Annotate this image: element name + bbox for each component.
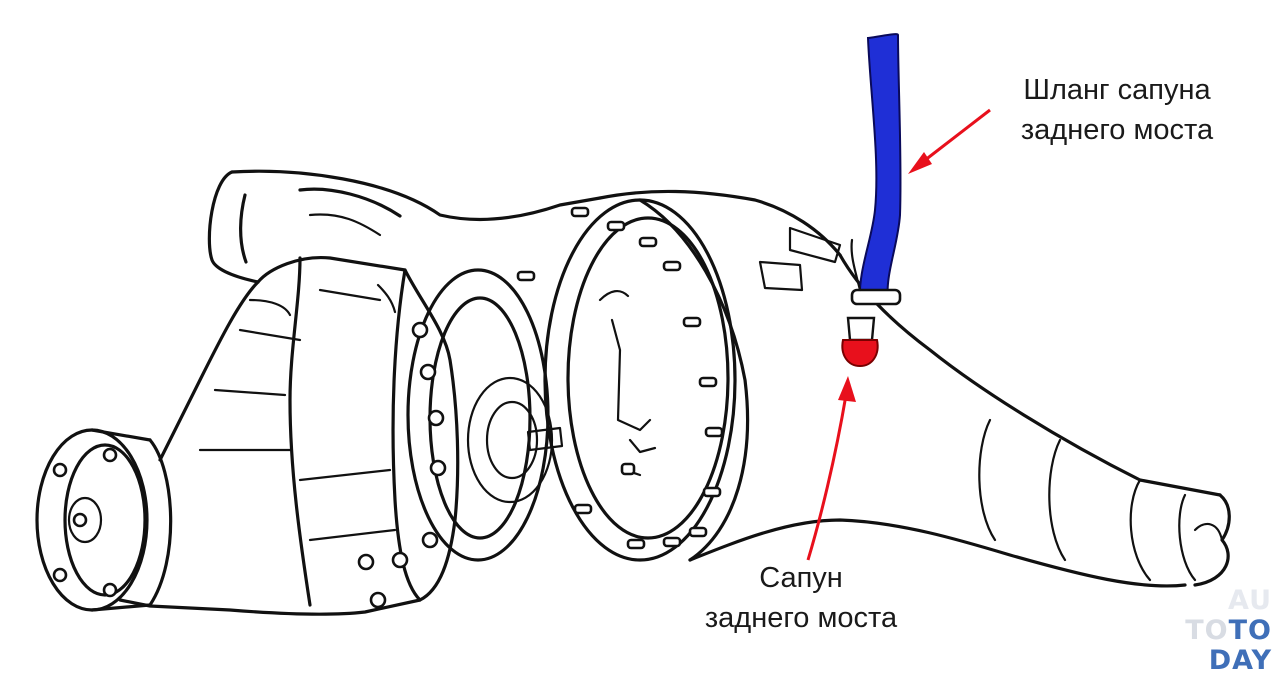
breather-hose-label-line1: Шланг сапуна — [1023, 74, 1211, 106]
right-axle-tube — [688, 253, 1231, 588]
watermark-line2-b: TO — [1228, 615, 1272, 646]
breather-hose-label: Шланг сапуна заднего моста — [992, 70, 1242, 150]
axle-housing-cover — [516, 189, 842, 562]
breather-hose — [850, 33, 902, 306]
breather-valve-label-line2: заднего моста — [704, 602, 898, 634]
breather-valve-label-line1: Сапун — [759, 562, 843, 594]
breather-arrow — [806, 376, 856, 561]
cover-bolts — [516, 206, 724, 550]
breather-hose-tube — [858, 33, 902, 304]
watermark-line3: DAY — [1208, 645, 1272, 676]
watermark-line2: TOTO — [1172, 616, 1272, 646]
breather-hose-label-line2: заднего моста — [1020, 114, 1214, 146]
left-axle-tube — [207, 169, 602, 284]
watermark-line1: AU — [1228, 585, 1272, 616]
autotoday-watermark: AU TOTO DAY — [1172, 586, 1272, 676]
pinion-flange — [35, 428, 173, 612]
breather-valve-label: Сапун заднего моста — [676, 558, 926, 638]
differential-carrier — [118, 255, 564, 616]
hose-arrow — [908, 108, 991, 174]
breather-valve — [841, 316, 879, 368]
watermark-line2-a: TO — [1185, 615, 1229, 646]
hose-clamp — [850, 288, 902, 306]
